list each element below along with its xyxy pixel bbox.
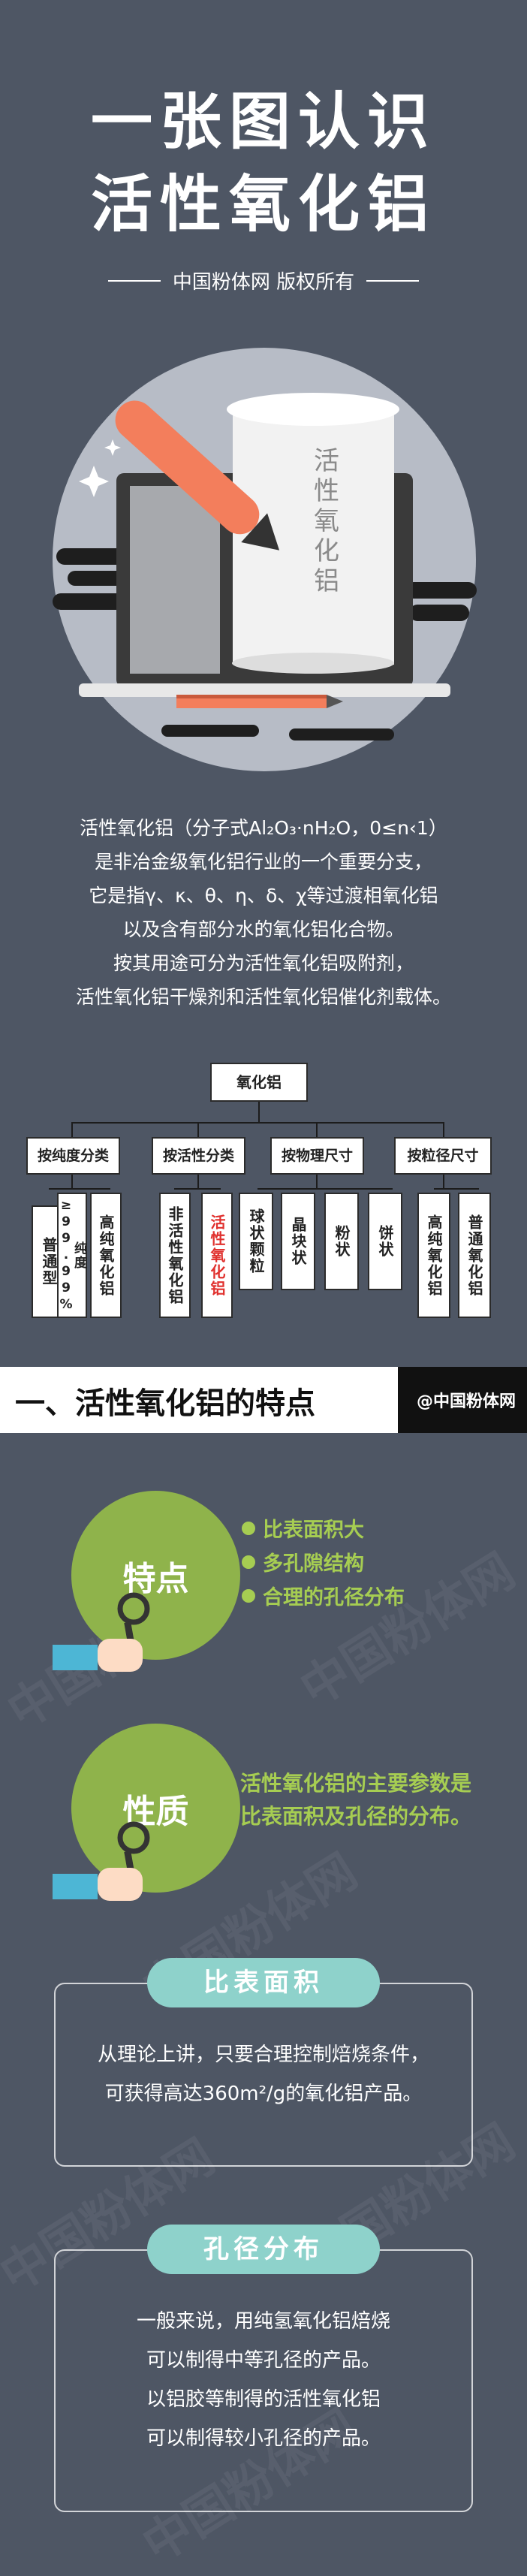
- intro-line: 是非冶金级氧化铝行业的一个重要分支，: [94, 851, 432, 873]
- intro-line: 活性氧化铝（分子式Al₂O₃·nH₂O，0≤n‹1）: [80, 817, 447, 839]
- bullet-text: 合理的孔径分布: [263, 1586, 405, 1609]
- category-physical: 按物理尺寸: [270, 1137, 364, 1175]
- tree-connector: [71, 1175, 73, 1190]
- bullet-dot: [242, 1521, 255, 1535]
- leaf-physical-block: 晶块状: [281, 1193, 315, 1290]
- intro-line: 按其用途可分为活性氧化铝吸附剂，: [113, 952, 414, 974]
- pore-line: 以铝胶等制得的活性氧化铝: [146, 2388, 381, 2411]
- subtitle-row: 中国粉体网 版权所有: [0, 267, 527, 294]
- tree-connector: [443, 1122, 444, 1137]
- category-particle: 按粒径尺寸: [394, 1137, 492, 1175]
- scroll-char-4: 化: [314, 536, 339, 566]
- title-line-2: 活性氧化铝: [90, 168, 436, 240]
- surface-area-title: 比表面积: [147, 1958, 380, 2007]
- bullet-text: 多孔隙结构: [263, 1552, 364, 1576]
- surface-line: 从理论上讲，只要合理控制焙烧条件，: [97, 2044, 429, 2066]
- tree-connector: [174, 1188, 221, 1190]
- pen-icon: [115, 400, 280, 550]
- banner-logo: @中国粉体网: [417, 1392, 516, 1411]
- tree-connector: [258, 1102, 260, 1123]
- tree-connector: [443, 1175, 444, 1190]
- sparkle-icon: [79, 439, 121, 497]
- scroll-char-5: 铝: [314, 566, 339, 596]
- subtitle-text: 中国粉体网 版权所有: [172, 271, 355, 294]
- tree-connector: [316, 1175, 318, 1190]
- category-activity: 按活性分类: [152, 1137, 245, 1175]
- intro-line: 它是指γ、κ、θ、η、δ、χ等过渡相氧化铝: [89, 885, 438, 906]
- leaf-purity-high-value: 纯度≥99.99%: [57, 1193, 87, 1318]
- tree-connector: [71, 1122, 443, 1124]
- leaf-physical-sphere: 球状颗粒: [239, 1193, 273, 1290]
- right-rule: [366, 279, 420, 282]
- leaf-physical-cake: 饼状: [368, 1193, 402, 1290]
- section-banner: [0, 1367, 398, 1433]
- surface-line: 可获得高达360m²/g的氧化铝产品。: [104, 2083, 423, 2105]
- cloud-swirls-icon: [53, 548, 477, 741]
- left-rule: [107, 279, 161, 282]
- tree-connector: [257, 1188, 393, 1190]
- bullet-dot: [242, 1555, 255, 1569]
- category-purity: 按纯度分类: [26, 1137, 120, 1175]
- intro-paragraph: 活性氧化铝（分子式Al₂O₃·nH₂O，0≤n‹1） 是非冶金级氧化铝行业的一个…: [30, 811, 497, 1014]
- pore-size-text: 一般来说，用纯氢氧化铝焙烧 可以制得中等孔径的产品。 以铝胶等制得的活性氧化铝 …: [54, 2302, 473, 2458]
- property-circle: 性质: [71, 1724, 240, 1893]
- feature-bullet: 合理的孔径分布: [242, 1581, 405, 1610]
- leaf-particle-high: 高纯氧化铝: [417, 1193, 450, 1318]
- feature-circle: 特点: [71, 1491, 240, 1660]
- tree-connector: [197, 1122, 199, 1137]
- pore-line: 可以制得较小孔径的产品。: [146, 2427, 381, 2450]
- scroll-char-2: 性: [314, 476, 339, 506]
- property-line: 比表面积及孔径的分布。: [240, 1804, 472, 1829]
- surface-area-text: 从理论上讲，只要合理控制焙烧条件， 可获得高达360m²/g的氧化铝产品。: [54, 2035, 473, 2113]
- tree-connector: [434, 1188, 479, 1190]
- leaf-activity-inactive: 非活性氧化铝: [159, 1193, 191, 1318]
- leaf-particle-normal: 普通氧化铝: [458, 1193, 491, 1318]
- pencil-icon: [176, 695, 343, 708]
- hero-illustration: 活 性 氧 化 铝: [53, 348, 477, 771]
- tree-root: 氧化铝: [210, 1063, 308, 1102]
- feature-bullet: 比表面积大: [242, 1513, 364, 1543]
- pore-line: 可以制得中等孔径的产品。: [146, 2349, 381, 2372]
- tree-connector: [49, 1188, 110, 1190]
- scroll-char-3: 氧: [314, 506, 339, 536]
- leaf-physical-powder: 粉状: [324, 1193, 359, 1290]
- tree-connector: [316, 1122, 318, 1137]
- tree-connector: [197, 1175, 199, 1190]
- title-line-1: 一张图认识: [90, 86, 436, 158]
- leaf-purity-high: 高纯氧化铝: [90, 1193, 122, 1318]
- scroll-char-1: 活: [314, 446, 339, 476]
- property-text: 活性氧化铝的主要参数是 比表面积及孔径的分布。: [240, 1767, 471, 1833]
- feature-bullet: 多孔隙结构: [242, 1547, 364, 1576]
- magnifier-hand-icon: [53, 1821, 150, 1901]
- property-line: 活性氧化铝的主要参数是: [240, 1771, 472, 1796]
- leaf-activity-active: 活性氧化铝: [201, 1193, 233, 1318]
- tree-connector: [71, 1122, 73, 1137]
- banner-logo-block: [398, 1367, 527, 1433]
- pore-size-title: 孔径分布: [147, 2225, 380, 2274]
- intro-line: 以及含有部分水的氧化铝化合物。: [122, 918, 405, 940]
- bullet-dot: [242, 1588, 255, 1603]
- section-title: 一、活性氧化铝的特点: [15, 1386, 315, 1421]
- bullet-text: 比表面积大: [263, 1519, 364, 1542]
- pore-line: 一般来说，用纯氢氧化铝焙烧: [136, 2310, 390, 2333]
- magnifier-hand-icon: [53, 1592, 150, 1672]
- intro-line: 活性氧化铝干燥剂和活性氧化铝催化剂载体。: [75, 986, 451, 1008]
